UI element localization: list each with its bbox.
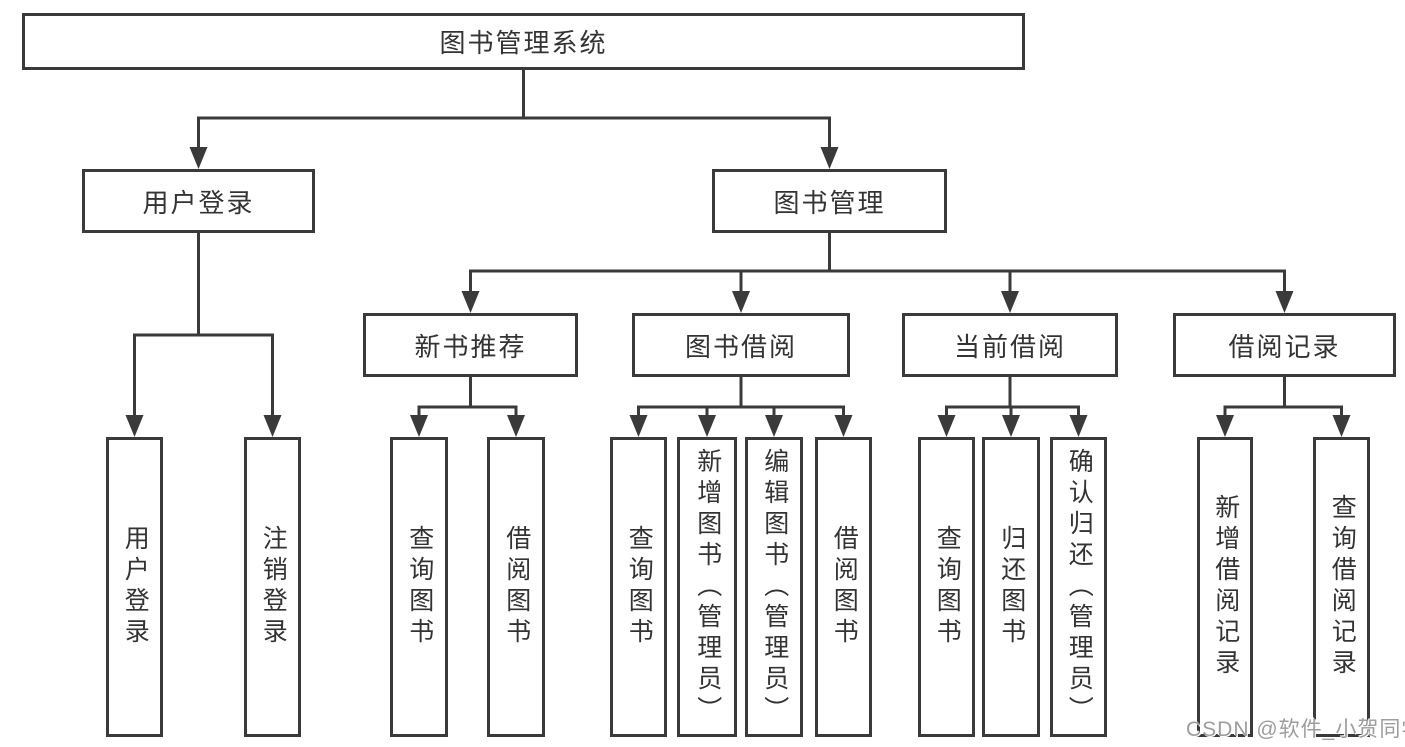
leaf-user-login: 用户登录 [106,437,163,737]
leaf-borrow-books: 借阅图书 [815,437,872,737]
leaf-confirm-return-admin-label: 确认归还（管理员） [1065,447,1094,727]
leaf-query-books-borrow: 查询图书 [610,437,667,737]
leaf-logout: 注销登录 [244,437,301,737]
leaf-borrow-books-recommend-label: 借阅图书 [502,525,531,649]
leaf-user-login-label: 用户登录 [121,525,150,649]
node-current-borrow: 当前借阅 [902,313,1118,377]
node-borrow-records-label: 借阅记录 [1228,331,1341,362]
leaf-query-borrow-record: 查询借阅记录 [1313,437,1370,737]
leaf-query-books-recommend-label: 查询图书 [405,525,434,649]
node-new-book-recommend-label: 新书推荐 [414,331,527,362]
node-user-login-label: 用户登录 [142,187,255,218]
leaf-query-books-recommend: 查询图书 [390,437,448,737]
leaf-return-books: 归还图书 [982,437,1040,737]
node-new-book-recommend: 新书推荐 [363,313,578,377]
node-book-borrow: 图书借阅 [632,313,850,377]
leaf-return-books-label: 归还图书 [997,525,1026,649]
node-root-label: 图书管理系统 [439,28,608,58]
watermark-text: CSDN @软件_小贺同学 [1186,718,1405,741]
leaf-add-book-admin-label: 新增图书（管理员） [693,447,722,727]
leaf-query-books-borrow-label: 查询图书 [625,525,654,649]
leaf-borrow-books-recommend: 借阅图书 [487,437,545,737]
node-user-login: 用户登录 [82,169,315,233]
leaf-edit-book-admin: 编辑图书（管理员） [745,437,803,737]
node-current-borrow-label: 当前借阅 [953,331,1066,362]
leaf-add-book-admin: 新增图书（管理员） [677,437,737,737]
leaf-add-borrow-record-label: 新增借阅记录 [1211,494,1240,680]
leaf-add-borrow-record: 新增借阅记录 [1197,437,1253,737]
leaf-confirm-return-admin: 确认归还（管理员） [1050,437,1107,737]
leaf-query-books-current: 查询图书 [918,437,975,737]
node-book-management: 图书管理 [712,169,947,233]
leaf-borrow-books-label: 借阅图书 [830,525,859,649]
node-book-borrow-label: 图书借阅 [684,331,797,362]
leaf-logout-label: 注销登录 [259,525,288,649]
node-borrow-records: 借阅记录 [1173,313,1396,377]
node-book-management-label: 图书管理 [773,187,886,218]
leaf-query-borrow-record-label: 查询借阅记录 [1328,494,1357,680]
leaf-edit-book-admin-label: 编辑图书（管理员） [760,447,789,727]
leaf-query-books-current-label: 查询图书 [933,525,962,649]
arrowheads [125,147,1351,437]
node-root: 图书管理系统 [22,13,1025,70]
